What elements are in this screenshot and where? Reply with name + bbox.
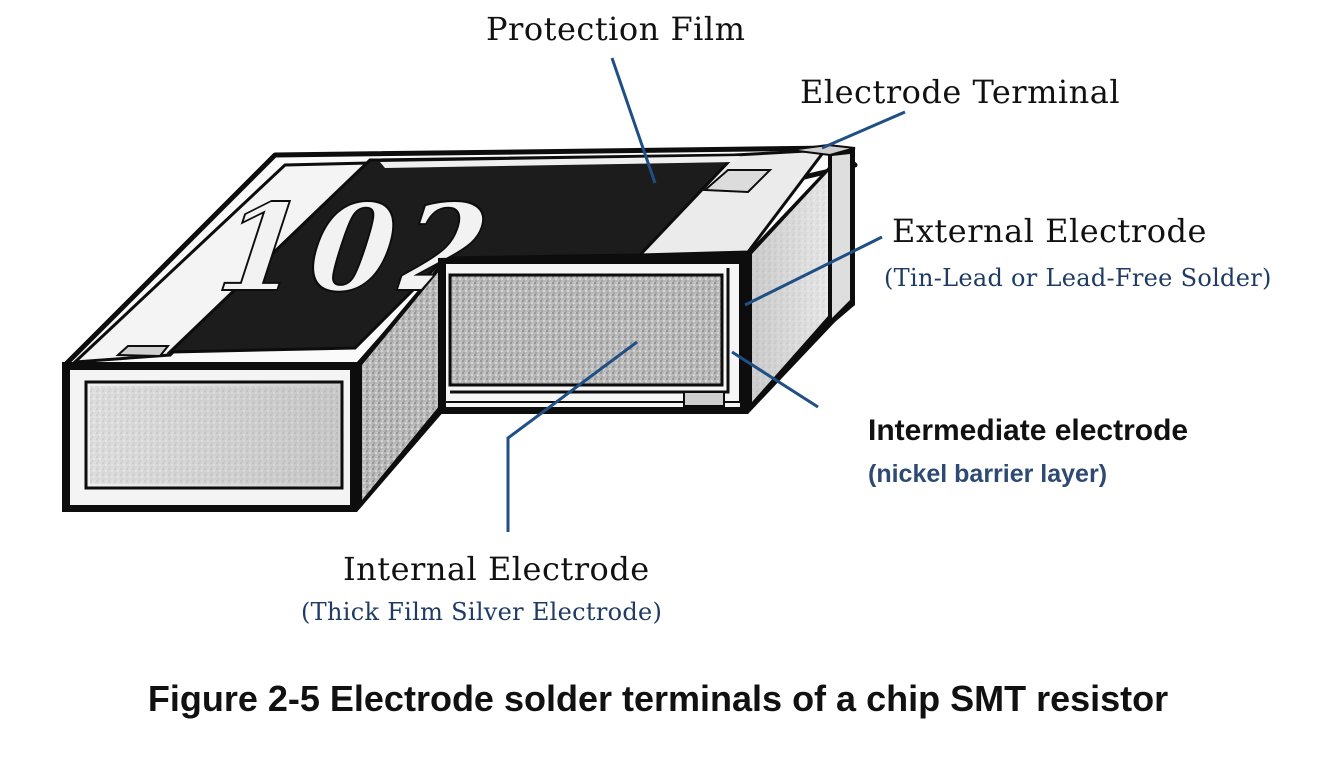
label-protection-film: Protection Film xyxy=(486,10,746,48)
cut-side-face xyxy=(357,262,445,512)
right-end-terminal xyxy=(748,143,856,414)
label-external-electrode-note: (Tin-Lead or Lead-Free Solder) xyxy=(884,264,1272,292)
label-intermediate-electrode: Intermediate electrode xyxy=(868,414,1189,447)
terminal-cross-section xyxy=(438,252,748,414)
label-external-electrode: External Electrode xyxy=(892,212,1207,250)
label-intermediate-electrode-note: (nickel barrier layer) xyxy=(868,460,1108,488)
leader-lines xyxy=(506,57,906,532)
leader-external-electrode xyxy=(744,235,883,307)
chip-top-surface xyxy=(62,145,858,373)
label-internal-electrode-note: (Thick Film Silver Electrode) xyxy=(301,598,663,626)
leader-protection-film xyxy=(610,57,657,184)
label-electrode-terminal: Electrode Terminal xyxy=(800,73,1121,111)
leader-electrode-terminal xyxy=(821,110,906,150)
label-internal-electrode: Internal Electrode xyxy=(343,550,650,588)
internal-electrode-layer xyxy=(448,273,724,387)
left-front-face xyxy=(62,362,357,512)
leader-intermediate-electrode xyxy=(731,350,819,409)
figure-caption: Figure 2-5 Electrode solder terminals of… xyxy=(147,678,1169,719)
leader-internal-electrode xyxy=(506,340,638,532)
